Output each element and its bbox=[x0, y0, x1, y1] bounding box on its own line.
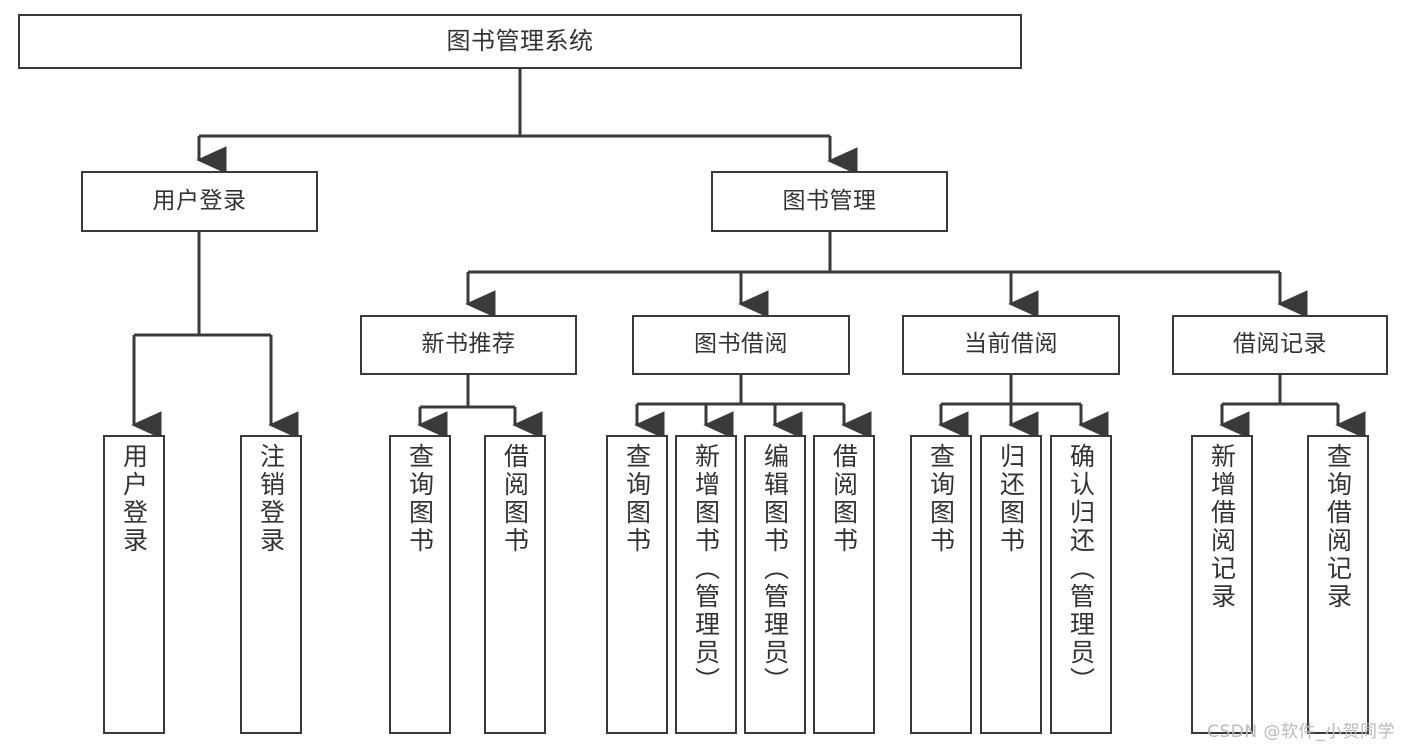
node-leaf-borrow-books-1[interactable]: 借阅图书 bbox=[484, 435, 546, 734]
node-leaf-query-books-2[interactable]: 查询图书 bbox=[606, 435, 668, 734]
node-book-management-label: 图书管理 bbox=[782, 187, 877, 214]
node-leaf-query-books-3[interactable]: 查询图书 bbox=[910, 435, 972, 734]
node-new-book-recommend[interactable]: 新书推荐 bbox=[360, 315, 577, 375]
node-leaf-borrow-books-1-label: 借阅图书 bbox=[500, 443, 530, 555]
node-leaf-query-books-1-label: 查询图书 bbox=[405, 443, 435, 555]
node-current-borrow[interactable]: 当前借阅 bbox=[902, 315, 1120, 375]
node-root-label: 图书管理系统 bbox=[446, 27, 594, 56]
csdn-watermark: CSDN @软件_小贺同学 bbox=[1207, 722, 1395, 742]
node-leaf-query-books-1[interactable]: 查询图书 bbox=[389, 435, 451, 734]
node-leaf-confirm-return-admin-label: 确认归还（管理员） bbox=[1066, 443, 1096, 695]
node-leaf-add-borrow-record[interactable]: 新增借阅记录 bbox=[1191, 435, 1253, 734]
node-leaf-add-book-admin[interactable]: 新增图书（管理员） bbox=[675, 435, 737, 734]
node-leaf-add-book-admin-label: 新增图书（管理员） bbox=[691, 443, 721, 695]
node-leaf-user-login[interactable]: 用户登录 bbox=[103, 435, 165, 734]
node-leaf-confirm-return-admin[interactable]: 确认归还（管理员） bbox=[1050, 435, 1112, 734]
node-leaf-logout-login-label: 注销登录 bbox=[256, 443, 286, 555]
node-leaf-edit-book-admin-label: 编辑图书（管理员） bbox=[760, 443, 790, 695]
node-leaf-edit-book-admin[interactable]: 编辑图书（管理员） bbox=[744, 435, 806, 734]
node-leaf-borrow-books-2-label: 借阅图书 bbox=[829, 443, 859, 555]
node-borrow-record[interactable]: 借阅记录 bbox=[1172, 315, 1388, 375]
node-leaf-return-books[interactable]: 归还图书 bbox=[980, 435, 1042, 734]
node-user-login[interactable]: 用户登录 bbox=[81, 171, 318, 232]
node-leaf-query-borrow-record-label: 查询借阅记录 bbox=[1323, 443, 1353, 611]
node-borrow-record-label: 借阅记录 bbox=[1233, 331, 1327, 358]
node-leaf-query-books-3-label: 查询图书 bbox=[926, 443, 956, 555]
node-current-borrow-label: 当前借阅 bbox=[964, 331, 1058, 358]
node-leaf-logout-login[interactable]: 注销登录 bbox=[240, 435, 302, 734]
node-leaf-return-books-label: 归还图书 bbox=[996, 443, 1026, 555]
node-leaf-user-login-label: 用户登录 bbox=[119, 443, 149, 555]
node-new-book-recommend-label: 新书推荐 bbox=[421, 331, 516, 358]
node-leaf-query-borrow-record[interactable]: 查询借阅记录 bbox=[1307, 435, 1369, 734]
node-user-login-label: 用户登录 bbox=[152, 187, 247, 214]
node-book-borrow[interactable]: 图书借阅 bbox=[632, 315, 850, 375]
node-leaf-query-books-2-label: 查询图书 bbox=[622, 443, 652, 555]
node-book-management[interactable]: 图书管理 bbox=[711, 171, 948, 232]
node-leaf-borrow-books-2[interactable]: 借阅图书 bbox=[813, 435, 875, 734]
node-book-borrow-label: 图书借阅 bbox=[694, 331, 788, 358]
node-leaf-add-borrow-record-label: 新增借阅记录 bbox=[1207, 443, 1237, 611]
node-root[interactable]: 图书管理系统 bbox=[18, 14, 1022, 69]
